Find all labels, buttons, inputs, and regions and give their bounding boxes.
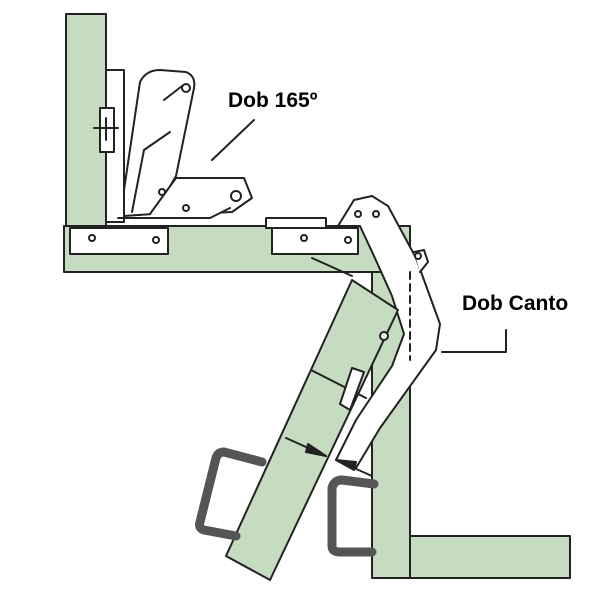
door-handle-right — [327, 475, 379, 557]
hinge-corner-plate — [265, 217, 359, 255]
mounting-plate-left — [69, 227, 169, 255]
door-handle-left — [195, 447, 267, 541]
door-hinge-cup — [339, 331, 389, 411]
leader-line-165 — [211, 119, 255, 161]
hinge-165-mechanism — [93, 69, 253, 223]
hinge-165-label: Dob 165º — [228, 89, 318, 112]
open-door-panel — [225, 279, 399, 581]
hinge-corner-label: Dob Canto — [462, 292, 569, 315]
leader-line-canto-a — [311, 257, 353, 277]
leader-line-canto — [441, 329, 507, 353]
bottom-shelf-panel — [409, 535, 571, 579]
gap-dimension-indicator — [285, 437, 373, 477]
